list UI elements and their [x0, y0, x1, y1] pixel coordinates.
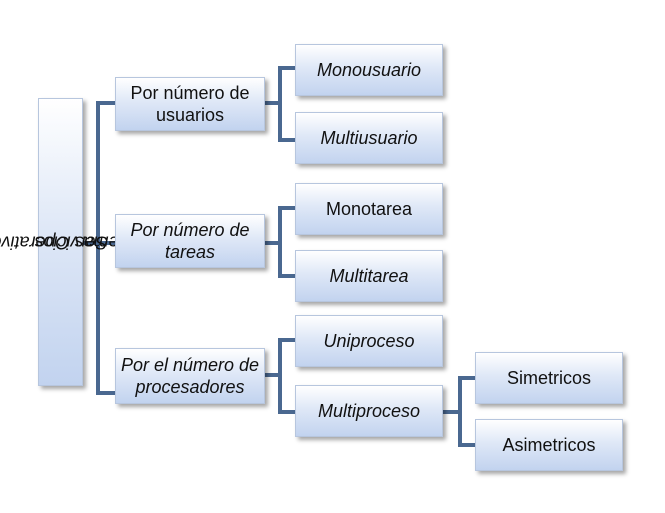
leaf-asimetricos: Asimetricos [475, 419, 623, 471]
leaf-multiusuario-label: Multiusuario [320, 128, 418, 148]
leaf-monousuario: Monousuario [295, 44, 443, 96]
leaf-multiusuario: Multiusuario [295, 112, 443, 164]
leaf-monotarea-label: Monotarea [325, 199, 413, 219]
node-tareas-line2: tareas [164, 242, 215, 262]
leaf-asimetricos-label: Asimetricos [502, 435, 596, 455]
leaf-monotarea: Monotarea [295, 183, 443, 235]
node-procesadores-line1: Por el número de [120, 355, 260, 375]
leaf-monousuario-label: Monousuario [316, 60, 422, 80]
leaf-uniproceso-label: Uniproceso [323, 331, 415, 351]
leaf-multiproceso: Multiproceso [295, 385, 443, 437]
leaf-simetricos-label: Simetricos [506, 368, 591, 388]
root-label: Sistemas Operativos porServicios [0, 143, 149, 340]
leaf-multiproceso-label: Multiproceso [317, 401, 421, 421]
leaf-simetricos: Simetricos [475, 352, 623, 404]
node-por-numero-de-usuarios: Por número de usuarios [115, 77, 265, 131]
node-tareas-line1: Por número de [130, 220, 250, 240]
node-por-el-numero-de-procesadores: Por el número de procesadores [115, 348, 265, 404]
node-usuarios-line2: usuarios [155, 105, 225, 125]
root-node: Sistemas Operativos porServicios [0, 98, 149, 386]
node-por-numero-de-tareas: Por número de tareas [115, 214, 265, 268]
leaf-multitarea: Multitarea [295, 250, 443, 302]
leaf-multitarea-label: Multitarea [329, 266, 409, 286]
node-procesadores-line2: procesadores [135, 377, 245, 397]
node-usuarios-line1: Por número de [130, 83, 250, 103]
leaf-uniproceso: Uniproceso [295, 315, 443, 367]
